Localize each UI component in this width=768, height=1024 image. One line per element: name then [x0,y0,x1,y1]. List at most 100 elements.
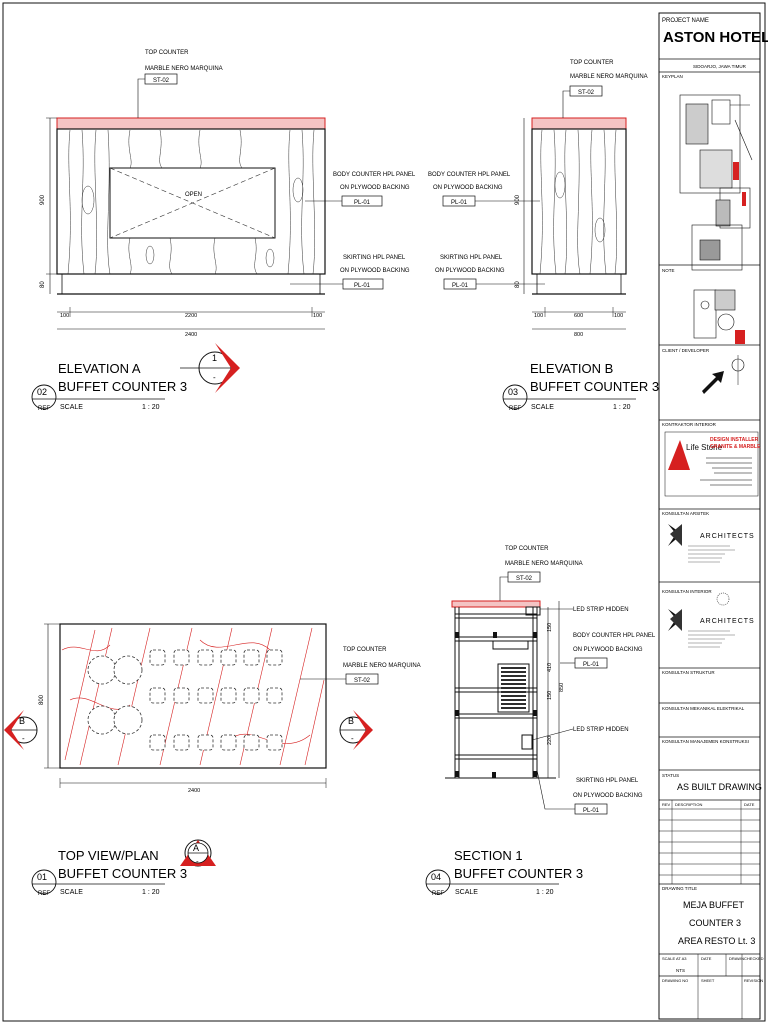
marker-1-num: 1 [212,353,217,363]
elev-a-dim-side-l: 100 [60,313,69,319]
svg-text:A: A [193,843,199,853]
tb-rev-header: REV [662,802,671,807]
svg-text:-: - [351,734,354,743]
svg-text:BUFFET COUNTER 3: BUFFET COUNTER 3 [454,866,583,881]
elevation-b: 900 80 100 600 100 800 TOP COUNTER MARBL… [428,60,659,412]
elev-a-dim-total: 2400 [185,332,197,338]
arch-logo: ARCHITECTS [668,524,755,563]
svg-text:ARCHITECTS: ARCHITECTS [700,533,755,540]
elev-b-dim-side-r: 100 [614,313,623,319]
section-callout-body1: BODY COUNTER HPL PANEL [573,633,656,639]
plan-callout-top2: MARBLE NERO MARQUINA [343,663,421,669]
svg-text:1 : 20: 1 : 20 [536,889,554,896]
svg-text:DESIGN INSTALLER: DESIGN INSTALLER [710,437,759,443]
elev-b-tag-pl01: PL-01 [451,200,468,206]
tb-struct-label: KONSULTAN STRUKTUR [662,670,715,675]
elev-b-marble-top [531,117,627,130]
elev-b-dim-total: 800 [574,332,583,338]
svg-text:BUFFET COUNTER 3: BUFFET COUNTER 3 [58,866,187,881]
tb-location: SIDOARJO, JAWA TIMUR [693,64,747,69]
section-marble-top [451,600,541,608]
plan-marble-hatch [61,627,325,766]
svg-text:-: - [196,857,199,866]
note-drawing [693,289,745,344]
section-vent-slats [501,667,526,709]
svg-text:SCALE: SCALE [455,889,478,896]
title-block: PROJECT NAME ASTON HOTEL SIDOARJO, JAWA … [658,12,768,1020]
tb-scale-value: NTS [676,968,685,973]
section-dim-2: 410 [547,663,553,672]
section-callout-skirt1: SKIRTING HPL PANEL [576,778,639,784]
section-callout-skirt2: ON PLYWOOD BACKING [573,793,643,799]
tb-drawn-label: DRAWN [729,956,744,961]
plan-cutouts-round [87,655,143,735]
tb-keyplan-label: KEYPLAN [662,74,683,79]
elev-a-tag-skirt-pl01: PL-01 [354,283,371,289]
svg-text:BUFFET COUNTER 3: BUFFET COUNTER 3 [530,379,659,394]
tb-mk-label: KONSULTAN MANAJEMEN KONSTRUKSI [662,739,749,744]
section-callout-led1: LED STRIP HIDDEN [573,607,629,613]
svg-text:GRANITE & MARBLE: GRANITE & MARBLE [710,444,761,450]
elev-a-dim-height: 900 [40,194,46,205]
section-marker-a: A - [180,839,216,867]
svg-text:04: 04 [431,872,441,882]
section-marker-1: 1 - [180,343,240,393]
elev-a-callout-top2: MARBLE NERO MARQUINA [145,66,223,72]
elev-b-dim-height: 900 [515,194,521,205]
svg-text:1 : 20: 1 : 20 [613,404,631,411]
elev-b-callout-top2: MARBLE NERO MARQUINA [570,74,648,80]
tb-drawing-no-label: DRAWING NO [662,978,688,983]
elev-a-dim-skirt: 80 [40,281,46,288]
elev-a-callout-top1: TOP COUNTER [145,50,189,56]
svg-text:REF: REF [38,406,50,412]
section-marker-b-right: B - [339,710,373,750]
tb-arch-label: KONSULTAN ARSITEK [662,511,709,516]
elev-b-wood-grain [539,129,617,275]
svg-text:ELEVATION A: ELEVATION A [58,361,141,376]
tb-contractor-label: KONTRAKTOR INTERIOR [662,422,717,427]
elev-a-title: 02 REF ELEVATION A BUFFET COUNTER 3 SCAL… [31,361,187,412]
elev-b-callout-body2: ON PLYWOOD BACKING [433,185,503,191]
elev-b-title: 03 REF ELEVATION B BUFFET COUNTER 3 SCAL… [502,361,659,412]
svg-text:SCALE: SCALE [60,404,83,411]
interior-logo: ARCHITECTS [668,592,755,648]
tb-scale-label: SCALE AT A3 [662,956,687,961]
plan-callout-top1: TOP COUNTER [343,647,387,653]
plan-title: 01 REF TOP VIEW/PLAN BUFFET COUNTER 3 SC… [31,848,187,897]
svg-text:REF: REF [509,406,521,412]
tb-date-label: DATE [701,956,712,961]
elev-a-dim-mid: 2200 [185,313,197,319]
tb-drawing-title-1: MEJA BUFFET [683,900,745,910]
tb-revision-label: REVISION [744,978,763,983]
svg-text:03: 03 [508,387,518,397]
tb-drawing-title-3: AREA RESTO Lt. 3 [678,936,755,946]
section-frame [445,606,556,779]
plan-dim-depth: 800 [39,694,45,705]
tb-mep-label: KONSULTAN MEKANIKAL ELEKTRIKAL [662,706,745,711]
tb-drawing-title-label: DRAWING TITLE [662,886,697,891]
svg-text:02: 02 [37,387,47,397]
svg-text:REF: REF [432,891,444,897]
svg-text:ARCHITECTS: ARCHITECTS [700,618,755,625]
marker-1-dash: - [213,373,216,382]
svg-text:B: B [348,716,354,726]
section-1: 150 410 150 850 220 TOP COUNTER MARBLE N… [425,546,656,897]
elev-b-tag-skirt-pl01: PL-01 [452,283,469,289]
tb-sheet-label: SHEET [701,978,715,983]
svg-text:01: 01 [37,872,47,882]
contractor-logo: Life Stone DESIGN INSTALLER GRANITE & MA… [664,431,761,497]
plan-tag-st02: ST-02 [354,678,371,684]
svg-text:SCALE: SCALE [60,889,83,896]
tb-interior-label: KONSULTAN INTERIOR [662,589,712,594]
elev-a-tag-st02: ST-02 [153,78,170,84]
elev-b-callout-skirt2: ON PLYWOOD BACKING [435,268,505,274]
svg-text:ELEVATION B: ELEVATION B [530,361,613,376]
elev-a-open-label: OPEN [185,192,202,198]
elev-b-callout-skirt1: SKIRTING HPL PANEL [440,255,503,261]
tb-client-label: CLIENT / DEVELOPER [662,348,710,353]
svg-text:-: - [22,734,25,743]
elev-a-body [56,128,326,275]
tb-checked-label: CHECKED [744,956,764,961]
section-callout-top2: MARBLE NERO MARQUINA [505,561,583,567]
